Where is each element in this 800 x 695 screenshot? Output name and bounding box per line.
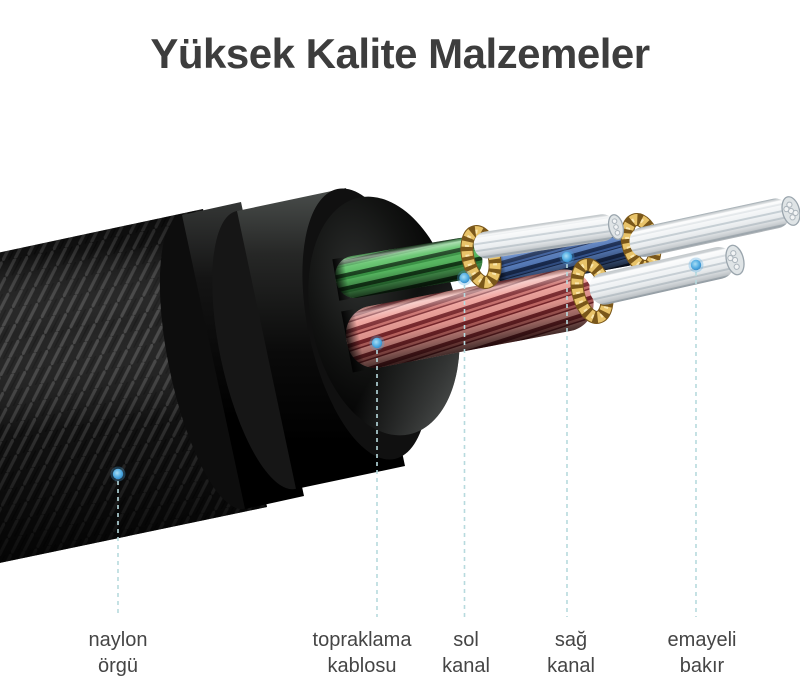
- label-topraklama-kablosu: topraklama kablosu: [313, 627, 412, 680]
- page-title: Yüksek Kalite Malzemeler: [150, 30, 650, 77]
- label-naylon-orgu-line2: örgü: [97, 655, 139, 678]
- dot-topraklama: [369, 335, 385, 351]
- label-topraklama-line1: topraklama: [312, 629, 412, 651]
- dot-sol-kanal: [457, 270, 472, 286]
- label-sol-kanal-line1: sol: [453, 629, 479, 651]
- dot-sag-kanal: [559, 249, 575, 265]
- label-sol-kanal-line2: kanal: [442, 655, 490, 678]
- left-channel-wire-green: [332, 237, 483, 301]
- label-emayeli-bakir: emayeli bakır: [668, 627, 737, 680]
- label-naylon-orgu: naylon örgü: [89, 627, 148, 680]
- label-sag-kanal: sağ kanal: [547, 627, 595, 680]
- enameled-copper-wire-1: [629, 198, 790, 258]
- label-sag-kanal-line1: sağ: [554, 629, 588, 651]
- label-sag-kanal-line2: kanal: [547, 655, 595, 678]
- label-emayeli-bakir-line2: bakır: [679, 655, 725, 678]
- dot-naylon-orgu: [110, 466, 126, 482]
- dot-emayeli-bakir: [688, 257, 704, 273]
- callout-dots: [110, 249, 704, 482]
- label-sol-kanal: sol kanal: [442, 627, 490, 680]
- wire-end-face-2: [607, 214, 625, 240]
- ground-wire-red: [341, 269, 594, 373]
- wire-end-face-3: [725, 244, 745, 276]
- wire-end-face-1: [781, 196, 800, 226]
- label-topraklama-line2: kablosu: [327, 655, 397, 678]
- enameled-copper-wire-2: [473, 214, 616, 259]
- label-emayeli-bakir-line1: emayeli: [667, 629, 737, 651]
- label-naylon-orgu-line1: naylon: [88, 629, 148, 651]
